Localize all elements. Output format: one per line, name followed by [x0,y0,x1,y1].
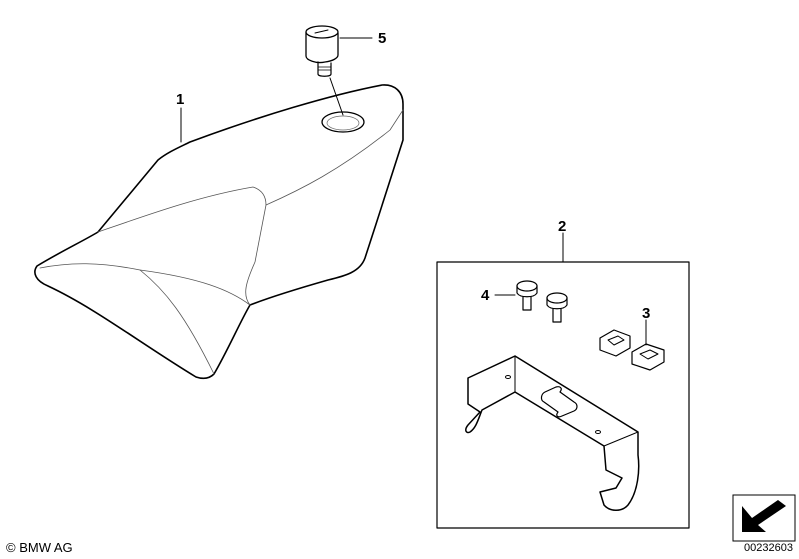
diagram-code: 00232603 [744,542,793,554]
copyright-symbol: © [6,540,16,555]
callout-4: 4 [481,287,490,304]
lock-cylinder-part [305,25,344,116]
copyright: © BMW AG [6,540,73,555]
lock-hole [321,111,365,133]
bracket-part [465,355,640,511]
callout-2: 2 [558,218,566,235]
callout-5: 5 [378,30,386,47]
seat-cowl-part [34,84,404,380]
copyright-text: BMW AG [19,540,73,555]
arrow-nav-icon [732,494,796,542]
clip-part [599,319,665,371]
callout-1: 1 [176,91,184,108]
callout-3: 3 [642,305,650,322]
screw-part [494,280,568,323]
